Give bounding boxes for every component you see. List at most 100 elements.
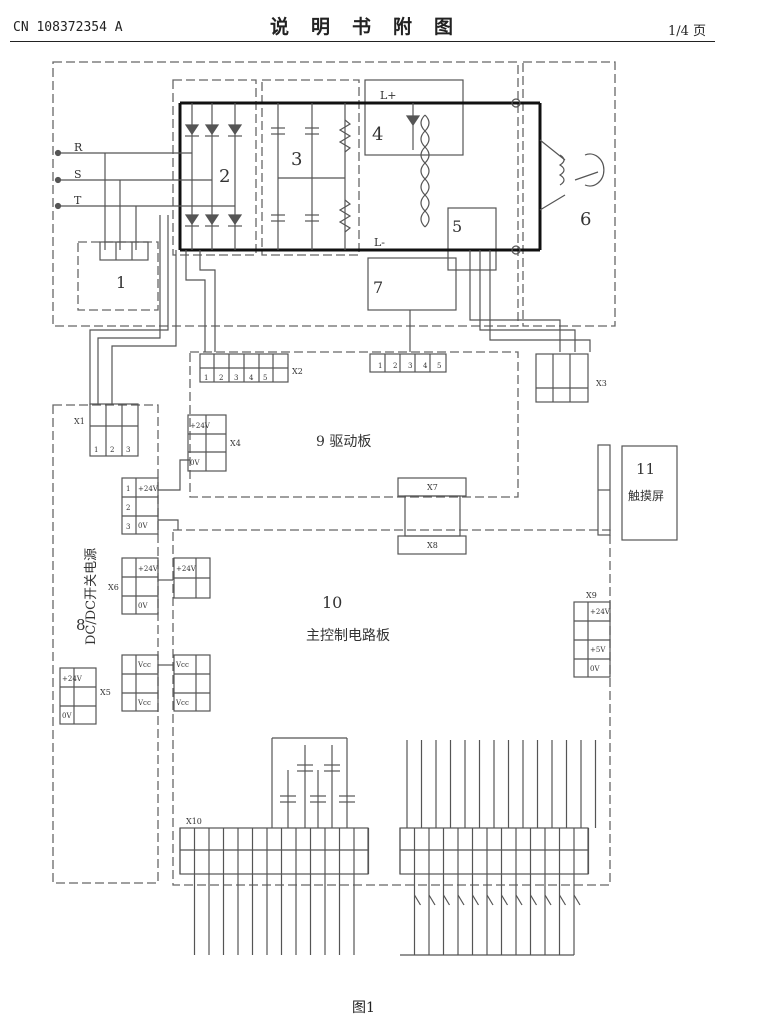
- block-10-title: 主控制电路板: [306, 628, 390, 644]
- pin-label: +24V: [590, 608, 611, 616]
- block-outlines: [52, 61, 616, 886]
- block-11-box: [621, 445, 678, 541]
- pin-label: +24V: [62, 675, 83, 683]
- x10-capacitors: [271, 737, 355, 828]
- switch-contact: [558, 894, 567, 906]
- pin-number: 4: [423, 362, 428, 370]
- pin-label: +5V: [590, 646, 606, 654]
- pin-number: 2: [110, 446, 114, 454]
- connector-x8-label: X8: [427, 541, 438, 550]
- block-5-number: 5: [452, 217, 462, 236]
- block-9-outline: [189, 351, 519, 498]
- connector-x9-label: X9: [586, 591, 597, 600]
- pin-label: Vcc: [175, 699, 189, 707]
- power-section-outline: [52, 61, 519, 327]
- block-5-box: [447, 207, 497, 271]
- pin-number: 2: [393, 362, 397, 370]
- connector-x6-label: X6: [108, 583, 119, 592]
- connector-x7-label: X7: [427, 483, 438, 492]
- block-2-number: 2: [219, 166, 230, 187]
- pin-number: 3: [234, 374, 238, 382]
- block-7-number: 7: [373, 278, 383, 297]
- block-8-outline: [52, 404, 159, 884]
- connector-x10-label: X10: [186, 817, 202, 826]
- pin-number: 3: [126, 446, 130, 454]
- connector-x4-label: X4: [230, 439, 241, 448]
- switch-contact: [442, 894, 451, 906]
- block-1-number: 1: [116, 273, 126, 292]
- pin-label: Vcc: [175, 661, 189, 669]
- phase-t-label: T: [74, 194, 82, 207]
- block-10-outline: [172, 529, 611, 886]
- switch-contact: [413, 894, 422, 906]
- rectifier-bridge: [184, 103, 243, 250]
- page-number: 1/4 页: [668, 24, 707, 39]
- pin-label: Vcc: [137, 661, 151, 669]
- pin-label: Vcc: [137, 699, 151, 707]
- block-9-title: 9 驱动板: [316, 434, 371, 450]
- block-8-number: 8: [76, 616, 86, 634]
- switch-contact: [457, 894, 465, 906]
- pin-number: 3: [408, 362, 412, 370]
- switch-contact: [500, 894, 509, 906]
- pin-number: 5: [263, 374, 267, 382]
- figure-caption: 图1: [352, 1000, 375, 1016]
- pin-label: +24V: [190, 422, 211, 430]
- block-10-number: 10: [322, 593, 342, 612]
- pin-label: 0V: [590, 665, 600, 673]
- pin-number: 3: [126, 523, 130, 531]
- switch-contact: [486, 894, 494, 906]
- block-11-title: 触摸屏: [628, 489, 664, 503]
- phase-s-label: S: [74, 168, 82, 181]
- block-8-title: DC/DC开关电源: [84, 548, 99, 645]
- pin-label: 0V: [190, 459, 200, 467]
- pin-label: 0V: [62, 712, 72, 720]
- pin-number: 1: [204, 374, 208, 382]
- block-11-number: 11: [636, 460, 655, 478]
- switch-contact: [515, 894, 523, 906]
- block-2-outline: [172, 79, 257, 256]
- terminal-blocks: [59, 241, 611, 875]
- pin-label: +24V: [176, 565, 197, 573]
- connector-x1-label: X1: [74, 417, 85, 426]
- pin-number: 1: [378, 362, 382, 370]
- bottom-wiring: [179, 740, 597, 956]
- pin-label: +24V: [138, 565, 159, 573]
- switch-contact: [428, 894, 436, 906]
- block-6-number: 6: [580, 209, 591, 230]
- phase-lines: [54, 149, 235, 250]
- x7-x8-bridge: [404, 495, 461, 537]
- switch-contact: [544, 894, 552, 906]
- pin-number: 1: [94, 446, 98, 454]
- block-4-number: 4: [372, 124, 383, 145]
- capacitor-bank: [271, 103, 352, 250]
- block-3-outline: [261, 79, 360, 256]
- block-4-box: [364, 79, 464, 156]
- pin-label: +24V: [138, 485, 159, 493]
- pin-number: 2: [126, 504, 130, 512]
- document-number: CN 108372354 A: [13, 20, 123, 35]
- pin-label: 0V: [138, 602, 148, 610]
- pin-number: 2: [219, 374, 223, 382]
- rail-negative-label: L-: [374, 236, 385, 249]
- solid-boxes: [364, 79, 678, 555]
- block-7-box: [367, 257, 457, 311]
- connector-x3-label: X3: [596, 379, 607, 388]
- pin-label: 0V: [138, 522, 148, 530]
- connector-x5-label: X5: [100, 688, 111, 697]
- page-heading: 说明书附图: [270, 16, 476, 38]
- header-rule: [10, 41, 715, 42]
- rail-positive-label: L+: [380, 89, 397, 102]
- switch-contact: [529, 894, 538, 906]
- pin-number: 4: [249, 374, 254, 382]
- switch-contact: [573, 894, 581, 906]
- wiring: [89, 215, 610, 666]
- block-6-outline: [522, 61, 616, 327]
- block-3-number: 3: [291, 149, 302, 170]
- switch-contact: [471, 894, 480, 906]
- pin-number: 1: [126, 485, 130, 493]
- pin-number: 5: [437, 362, 441, 370]
- connector-x2-label: X2: [292, 367, 303, 376]
- output-stage: [405, 98, 605, 255]
